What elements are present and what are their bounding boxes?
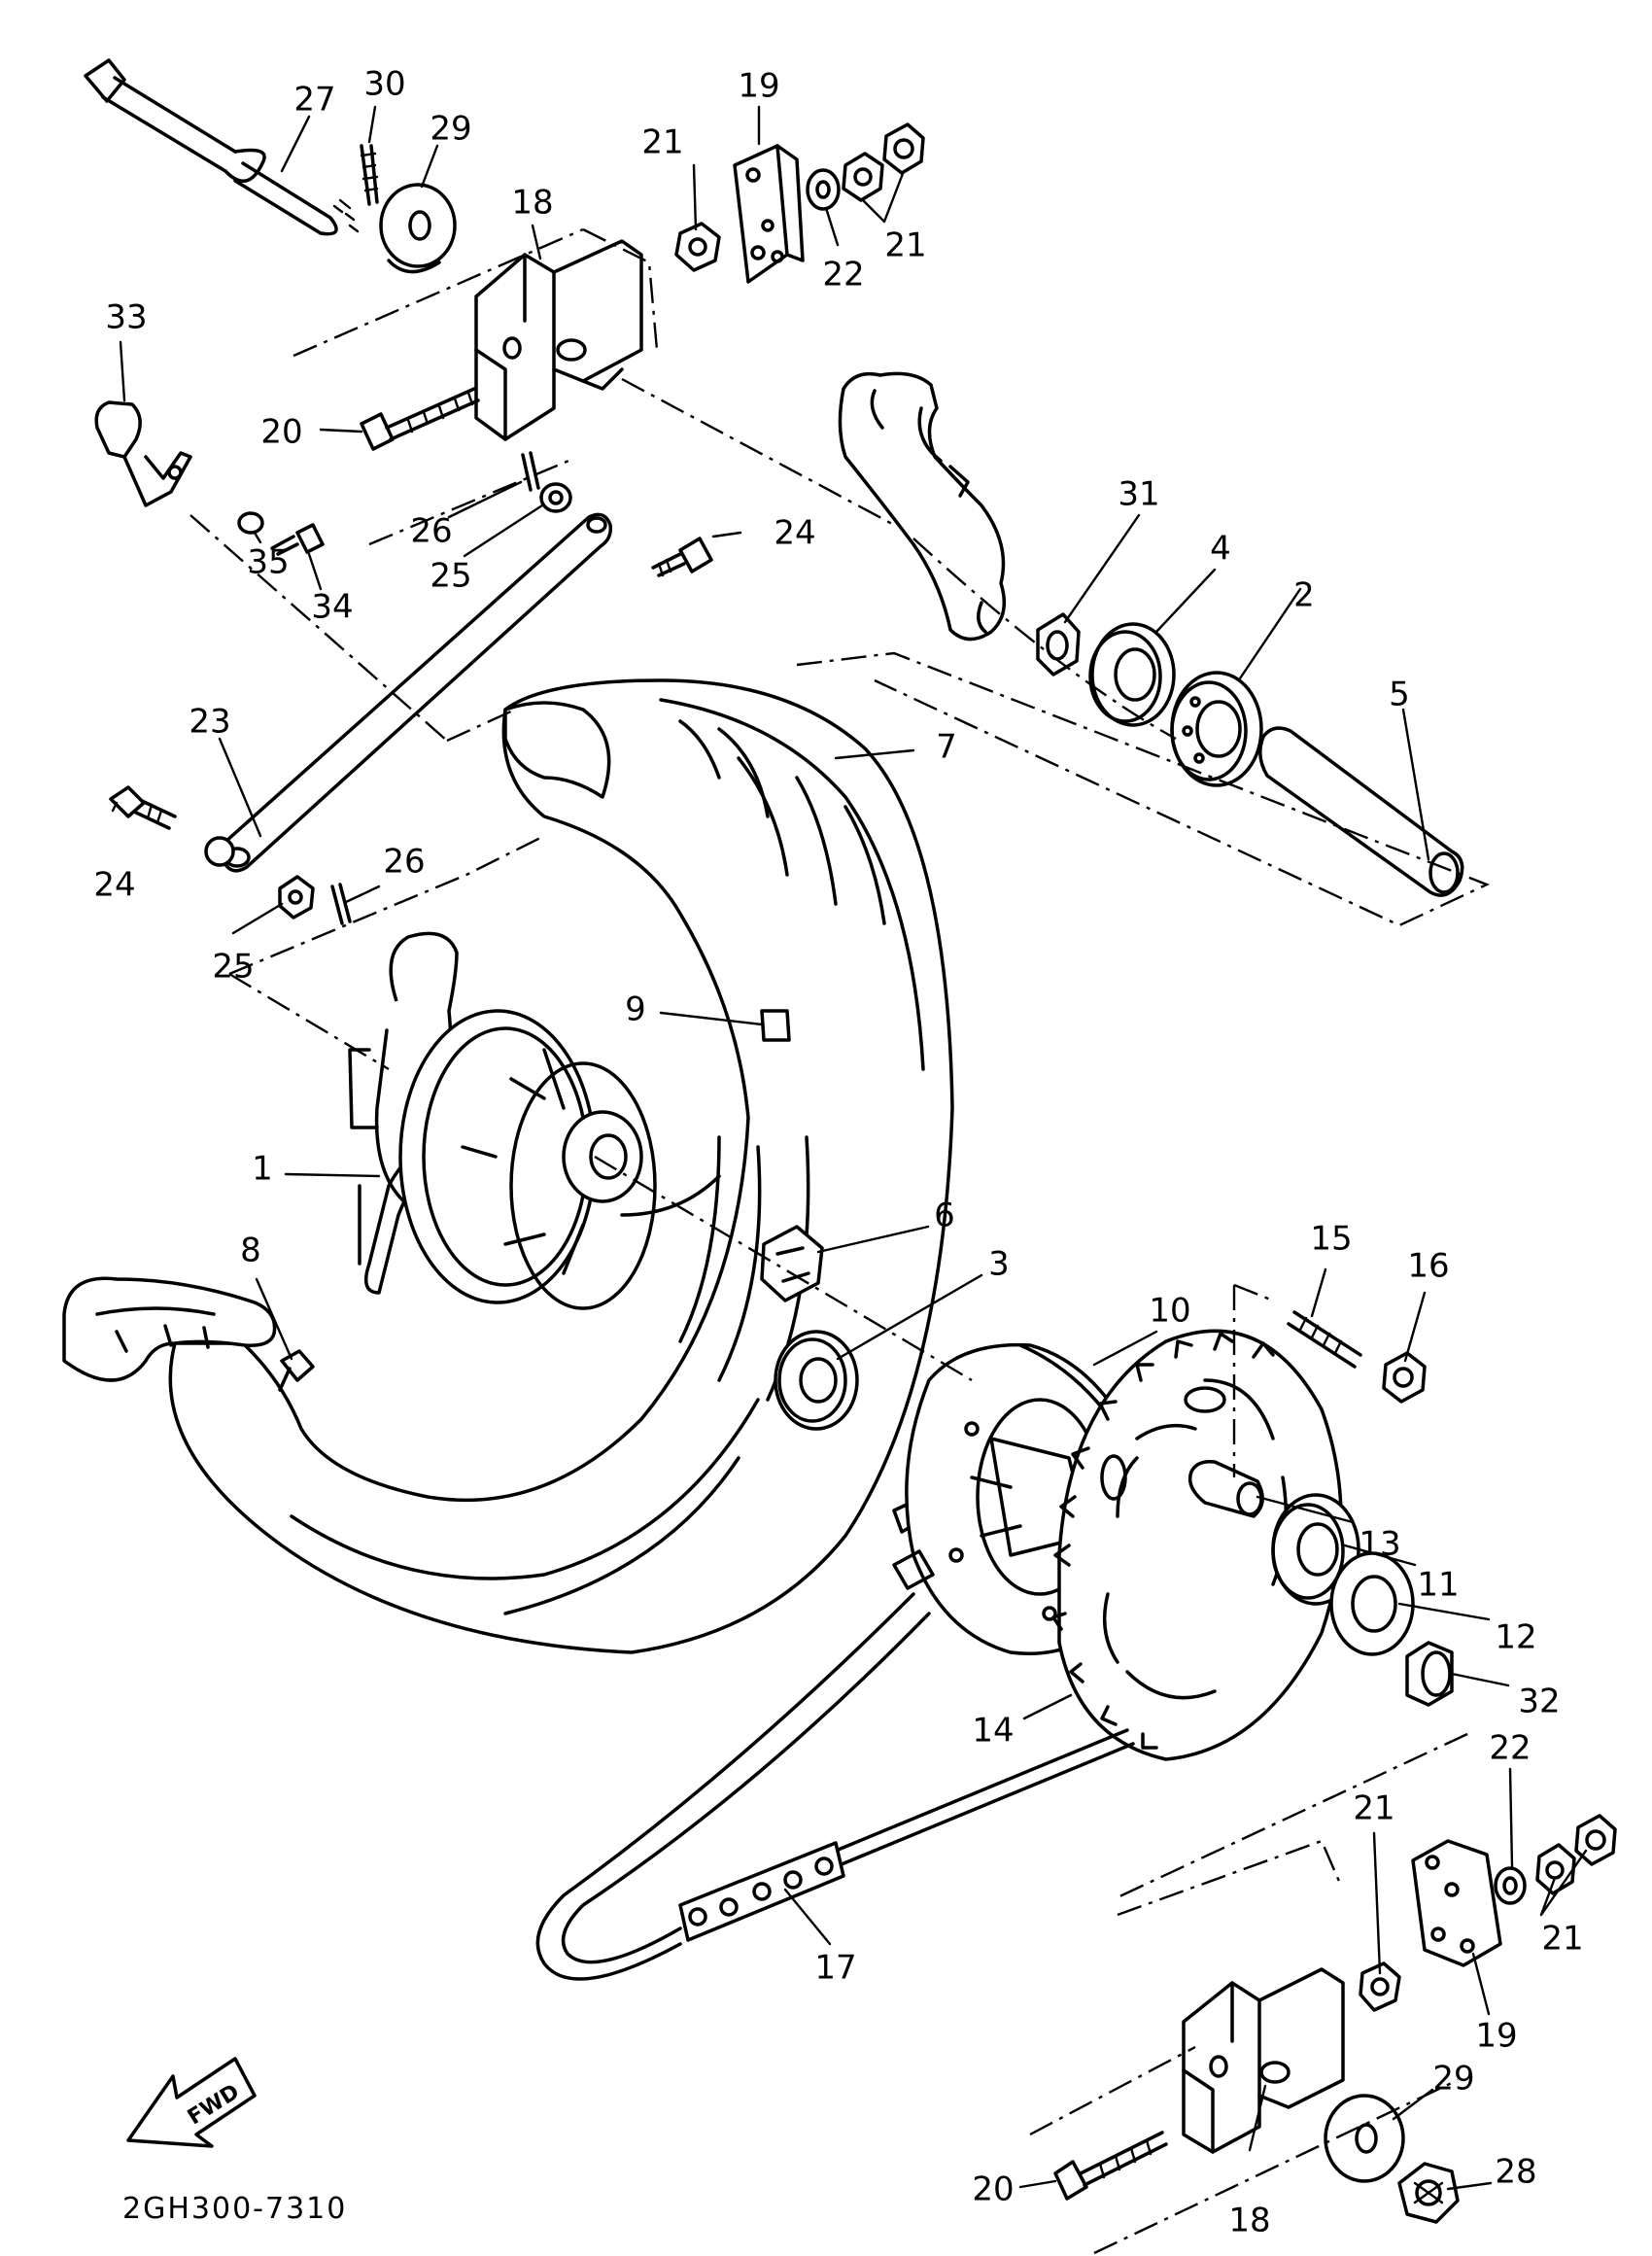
callout-18-bottom: 18 <box>1228 2202 1270 2240</box>
cotter-pin-26-top <box>521 451 540 492</box>
bearing-3 <box>774 1330 859 1431</box>
collar-35 <box>237 511 264 535</box>
callout-24-top: 24 <box>774 514 815 553</box>
tension-bar-23 <box>204 512 613 873</box>
callout-28: 28 <box>1495 2153 1536 2192</box>
callout-25-bottom: 25 <box>212 948 254 987</box>
callout-29-top: 29 <box>430 110 471 149</box>
callout-15: 15 <box>1310 1220 1352 1259</box>
tire-inner-lip <box>62 1276 277 1382</box>
callout-34: 34 <box>311 588 353 627</box>
callout-21-top-right: 21 <box>884 226 926 265</box>
callout-24-bottom: 24 <box>93 866 135 905</box>
nut-21-top-right-a <box>842 152 884 202</box>
bolt-24-top <box>651 537 713 577</box>
adjuster-plate-19-bottom <box>1411 1839 1502 1967</box>
adjuster-bolt-20-bottom <box>1053 2131 1168 2201</box>
leader-lines <box>111 105 1588 2191</box>
callout-30: 30 <box>363 65 405 104</box>
nut-21-bottom-left <box>1359 1961 1401 2012</box>
adjuster-bolt-20-top <box>360 387 480 451</box>
callout-22-top: 22 <box>822 256 864 295</box>
stud-bolt-15 <box>1287 1310 1362 1369</box>
oil-seal-4 <box>1088 622 1176 727</box>
callout-25-top: 25 <box>430 557 471 596</box>
callout-10: 10 <box>1149 1292 1190 1331</box>
collar-32 <box>1405 1641 1454 1707</box>
chain-link-section <box>678 1841 845 1942</box>
callout-35: 35 <box>247 543 289 582</box>
collar-31 <box>1036 612 1081 677</box>
washer-29-top <box>379 183 457 274</box>
nut-25-bottom <box>278 875 315 920</box>
callout-1: 1 <box>252 1150 273 1189</box>
callout-21-top-left: 21 <box>641 123 683 162</box>
callout-numbers: 27 30 29 19 21 18 22 21 33 20 26 25 24 3… <box>93 65 1583 2240</box>
callout-4: 4 <box>1210 530 1231 569</box>
nut-25-top <box>539 482 572 513</box>
bearing-2-top <box>1170 671 1263 787</box>
callout-29-bottom: 29 <box>1432 2060 1474 2099</box>
callout-19-bottom: 19 <box>1475 2017 1517 2056</box>
callout-26-top: 26 <box>410 512 452 551</box>
axle-nut-28 <box>1397 2162 1460 2224</box>
bolt-24-bottom <box>109 785 177 830</box>
caliper-bracket <box>838 371 1007 642</box>
callout-14: 14 <box>972 1712 1014 1751</box>
callout-12: 12 <box>1495 1618 1536 1657</box>
washer-29-bottom <box>1324 2094 1405 2183</box>
callout-5: 5 <box>1389 676 1410 714</box>
callout-32: 32 <box>1518 1683 1560 1721</box>
callout-17: 17 <box>814 1949 856 1988</box>
rear-axle <box>84 58 360 236</box>
callout-3: 3 <box>988 1245 1010 1284</box>
callout-20-top: 20 <box>260 413 302 452</box>
washer-22-bottom <box>1494 1866 1527 1905</box>
diagram-code: 2GH300-7310 <box>122 2192 347 2226</box>
callout-2: 2 <box>1293 576 1315 615</box>
drive-chain-17 <box>535 1592 1135 1981</box>
balance-weight-9 <box>760 1009 791 1042</box>
wheel-hub-1 <box>348 931 721 1310</box>
callout-7: 7 <box>936 728 957 767</box>
valve-stem-8 <box>278 1349 315 1392</box>
forward-direction-arrow: FWD <box>126 2057 257 2148</box>
cotter-pin-30 <box>360 144 379 206</box>
cotter-pin-26-bottom <box>330 883 352 925</box>
callout-8: 8 <box>240 1232 261 1270</box>
callout-31: 31 <box>1118 475 1159 514</box>
washer-22-top <box>806 168 841 211</box>
callout-6: 6 <box>934 1197 955 1235</box>
callout-18-top: 18 <box>511 184 553 223</box>
chain-adjuster-18-bottom <box>1182 1967 1345 2154</box>
adjuster-plate-19-top <box>733 144 805 284</box>
callout-9: 9 <box>625 990 646 1029</box>
callout-19-top: 19 <box>738 67 779 106</box>
chain-adjuster-18-top <box>474 239 643 441</box>
callout-27: 27 <box>293 81 335 120</box>
brake-hose-holder-33 <box>94 400 192 507</box>
callout-26-bottom: 26 <box>383 843 425 882</box>
callout-22-bottom: 22 <box>1489 1729 1531 1768</box>
bolt-34 <box>270 523 325 556</box>
nut-21-top-right-b <box>882 122 925 175</box>
oil-seal-12 <box>1329 1551 1415 1656</box>
callout-13: 13 <box>1359 1525 1400 1564</box>
spacer-5 <box>1258 726 1464 897</box>
callout-16: 16 <box>1407 1247 1449 1286</box>
tire-7 <box>168 678 954 1654</box>
nut-21-bottom-right-a <box>1535 1843 1576 1895</box>
callout-21-bottom-right: 21 <box>1541 1920 1583 1959</box>
callout-11: 11 <box>1417 1566 1459 1605</box>
callout-21-bottom-left: 21 <box>1353 1789 1394 1828</box>
callout-33: 33 <box>105 298 147 337</box>
callout-20-bottom: 20 <box>972 2170 1014 2209</box>
callout-23: 23 <box>189 703 230 742</box>
alignment-lines <box>189 227 1491 2255</box>
nut-21-top-left <box>674 222 721 272</box>
